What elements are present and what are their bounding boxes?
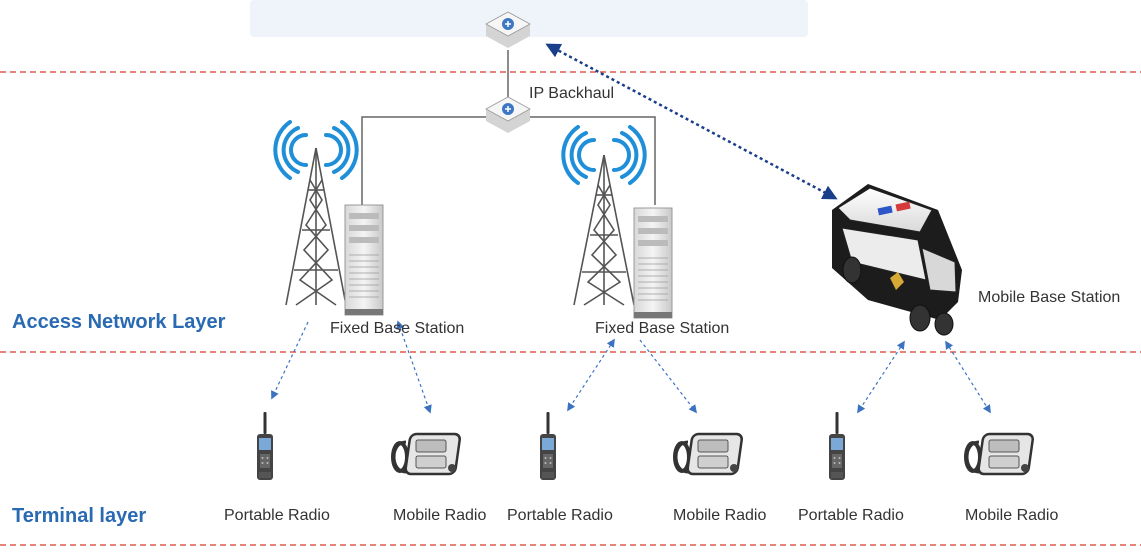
base-station-cabinet-icon <box>633 207 673 319</box>
mobile-radio-label: Mobile Radio <box>393 507 487 524</box>
access-network-layer-title: Access Network Layer <box>12 311 226 333</box>
ip-backhaul-label: IP Backhaul <box>529 85 615 102</box>
fixed-base-station-label: Fixed Base Station <box>595 320 730 337</box>
mobile-radio-label: Mobile Radio <box>965 507 1059 524</box>
antenna-tower-icon <box>561 125 647 306</box>
portable-radio-icon <box>257 412 273 480</box>
mobile-radio-label: Mobile Radio <box>673 507 767 524</box>
fixed-base-station-label: Fixed Base Station <box>330 320 465 337</box>
router-icon <box>485 96 531 133</box>
terminal-layer-title: Terminal layer <box>12 505 147 527</box>
mobile-base-station-label: Mobile Base Station <box>978 289 1121 306</box>
portable-radio-icon <box>829 412 845 480</box>
mobile-radio-icon <box>964 432 1036 476</box>
antenna-tower-icon <box>273 120 359 306</box>
router-icon <box>485 11 531 48</box>
mobile-backhaul-link <box>545 43 838 200</box>
portable-radio-label: Portable Radio <box>507 507 613 524</box>
core-network-panel <box>250 0 808 37</box>
wireless-links <box>271 320 991 414</box>
base-station-cabinet-icon <box>344 204 384 316</box>
mobile-radio-icon <box>391 432 463 476</box>
portable-radio-label: Portable Radio <box>224 507 330 524</box>
portable-radio-icon <box>540 412 556 480</box>
police-van-icon <box>832 184 962 336</box>
portable-radio-label: Portable Radio <box>798 507 904 524</box>
mobile-radio-icon <box>673 432 745 476</box>
